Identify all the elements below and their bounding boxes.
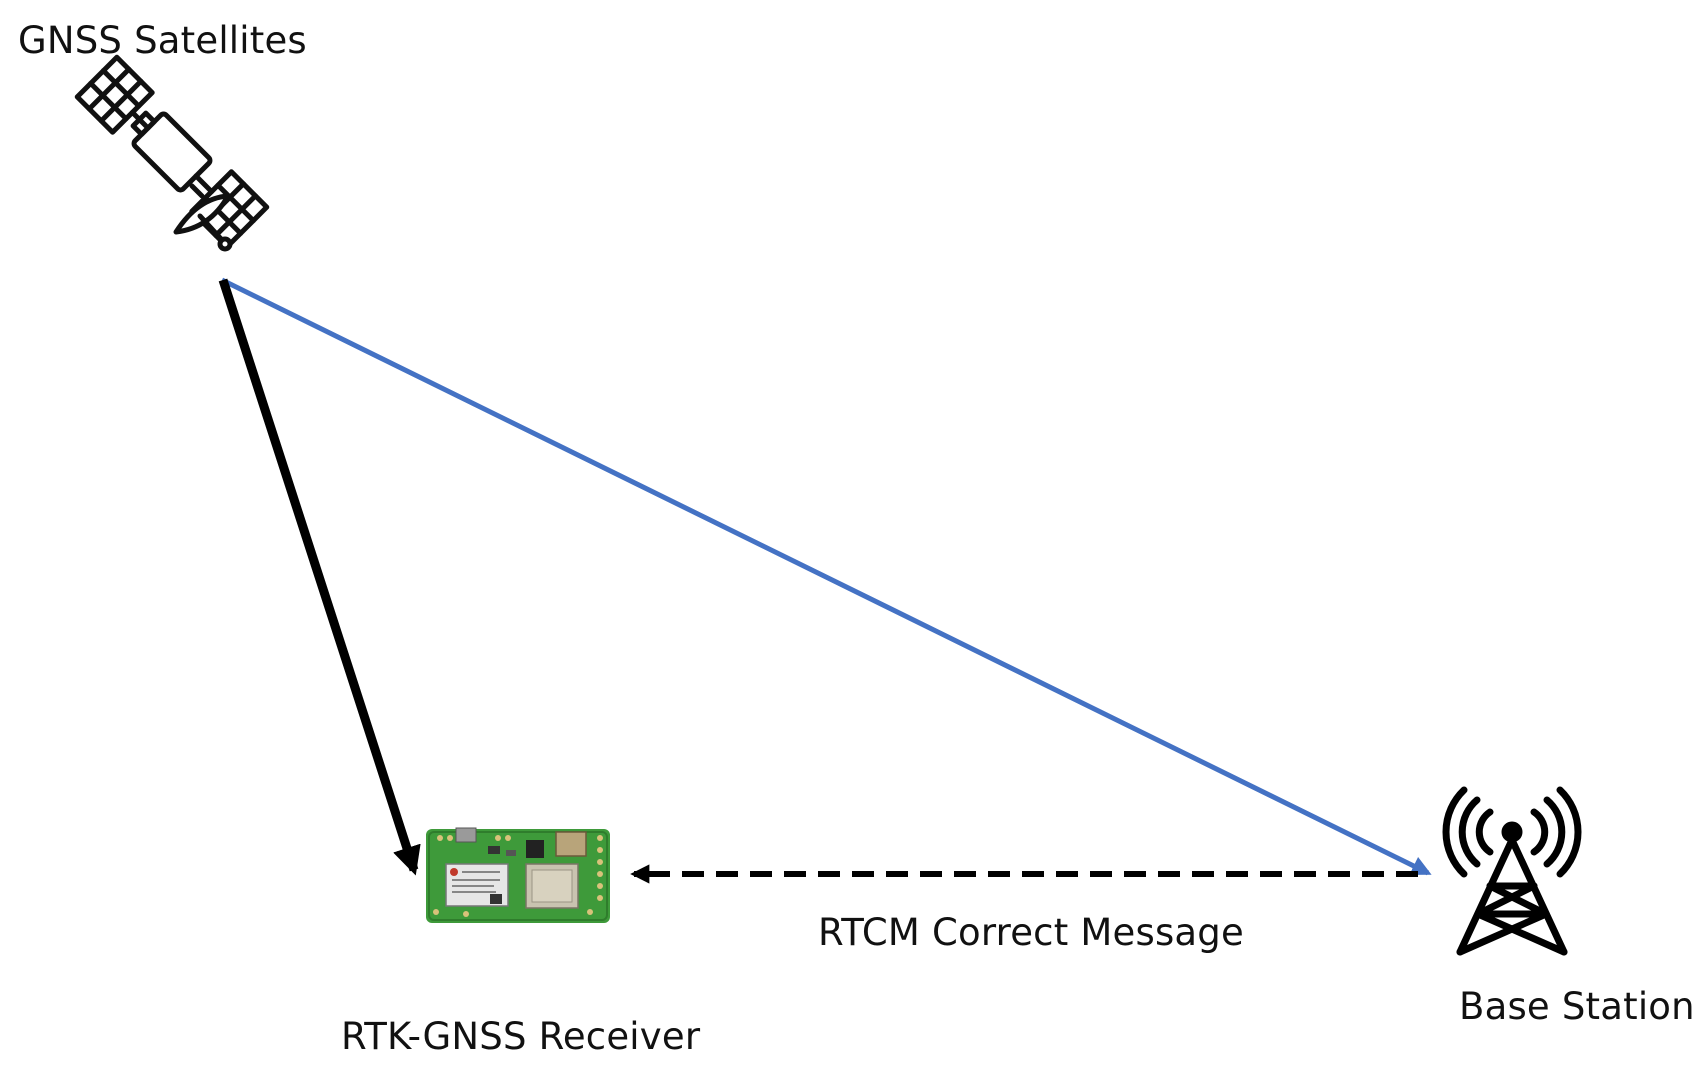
satellite-icon [74,54,270,252]
base-station-label: Base Station [1459,985,1695,1028]
rtcm-message-label: RTCM Correct Message [818,911,1244,954]
receiver-label: RTK-GNSS Receiver [341,1015,701,1058]
satellite-to-base-link [220,277,1432,876]
radio-tower-icon [1442,786,1582,956]
satellites-label: GNSS Satellites [18,19,307,62]
satellite-to-receiver-link [218,278,421,876]
gnss-receiver-board-icon [426,827,610,923]
